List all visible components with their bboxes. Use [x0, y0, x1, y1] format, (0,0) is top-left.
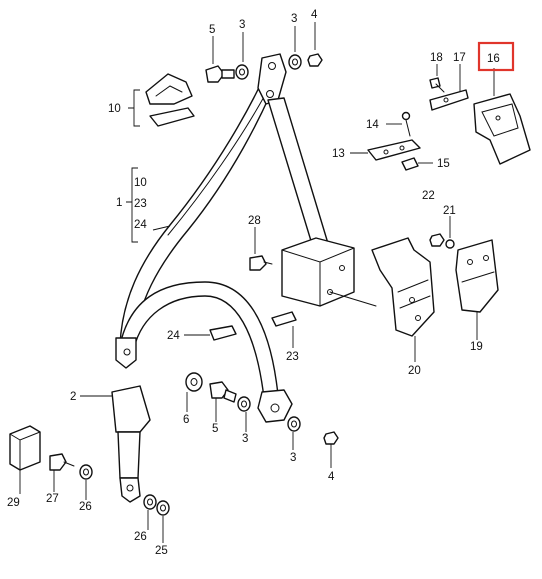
label-4-top: 4 — [311, 9, 318, 21]
label-29: 29 — [7, 497, 20, 509]
label-27: 27 — [46, 493, 59, 505]
washer-part-3-bottom-a — [237, 396, 251, 412]
label-13: 13 — [332, 148, 345, 160]
label-10-top: 10 — [108, 103, 121, 115]
washer-part-26-bottom — [143, 494, 157, 510]
leader-lines — [19, 22, 495, 543]
bracket-part-19 — [455, 239, 499, 313]
label-4-bottom: 4 — [328, 471, 335, 483]
label-3-bottom-b: 3 — [290, 452, 296, 464]
bracket-part-20 — [371, 237, 435, 337]
label-3-top-a: 3 — [239, 19, 245, 31]
washer-part-25 — [156, 500, 170, 516]
label-28: 28 — [248, 215, 261, 227]
bolt-part-5-bottom — [209, 381, 237, 403]
strap-part-17 — [429, 89, 469, 111]
cover-part-10 — [145, 73, 195, 127]
nut-part-4-top — [307, 53, 323, 67]
nut-part-22 — [429, 233, 445, 247]
highlight-box-16 — [477, 41, 515, 72]
label-20: 20 — [408, 365, 421, 377]
nut-part-4-bottom — [323, 431, 339, 445]
spacer-part-23 — [271, 311, 297, 327]
bolt-part-5-top — [205, 65, 235, 83]
label-14: 14 — [366, 119, 379, 131]
label-26-left: 26 — [79, 501, 92, 513]
belt-retractor — [281, 237, 377, 307]
label-26-bottom: 26 — [134, 531, 147, 543]
label-3-bottom-a: 3 — [242, 433, 248, 445]
seat-belt-webbing — [115, 53, 331, 423]
spacer-part-24 — [209, 325, 237, 341]
label-1-23: 23 — [134, 198, 147, 210]
label-1-24: 24 — [134, 219, 147, 231]
plate-part-13 — [367, 139, 421, 161]
washer-part-3-bottom-b — [287, 416, 301, 432]
buckle-part-2 — [111, 385, 151, 503]
clip-part-15 — [401, 157, 419, 171]
label-18: 18 — [430, 52, 443, 64]
washer-part-3-top-a — [235, 64, 249, 80]
label-5-top: 5 — [209, 24, 215, 36]
label-5-bottom: 5 — [212, 423, 218, 435]
label-3-top-b: 3 — [291, 13, 297, 25]
label-19: 19 — [470, 341, 483, 353]
part-labels: 5 3 3 4 18 17 16 10 14 13 15 1 10 23 24 … — [7, 9, 500, 557]
cover-part-29 — [9, 425, 41, 471]
label-15: 15 — [437, 158, 450, 170]
bolt-part-27 — [49, 453, 75, 471]
label-2: 2 — [70, 391, 76, 403]
washer-part-21 — [445, 239, 455, 249]
label-24-mid: 24 — [167, 330, 180, 342]
label-23-mid: 23 — [286, 351, 299, 363]
cover-part-16 — [473, 93, 531, 165]
label-22: 22 — [422, 190, 435, 202]
bolt-part-28 — [249, 255, 273, 271]
washer-part-26-left — [79, 464, 93, 480]
label-21: 21 — [443, 205, 456, 217]
label-17: 17 — [453, 52, 466, 64]
screw-part-14 — [401, 111, 411, 137]
label-25: 25 — [155, 545, 168, 557]
screw-part-18 — [429, 77, 445, 93]
bushing-part-6 — [185, 372, 203, 392]
label-16: 16 — [487, 53, 500, 65]
washer-part-3-top-b — [288, 54, 302, 70]
label-1-10: 10 — [134, 177, 147, 189]
label-6: 6 — [183, 414, 189, 426]
label-1: 1 — [116, 197, 122, 209]
